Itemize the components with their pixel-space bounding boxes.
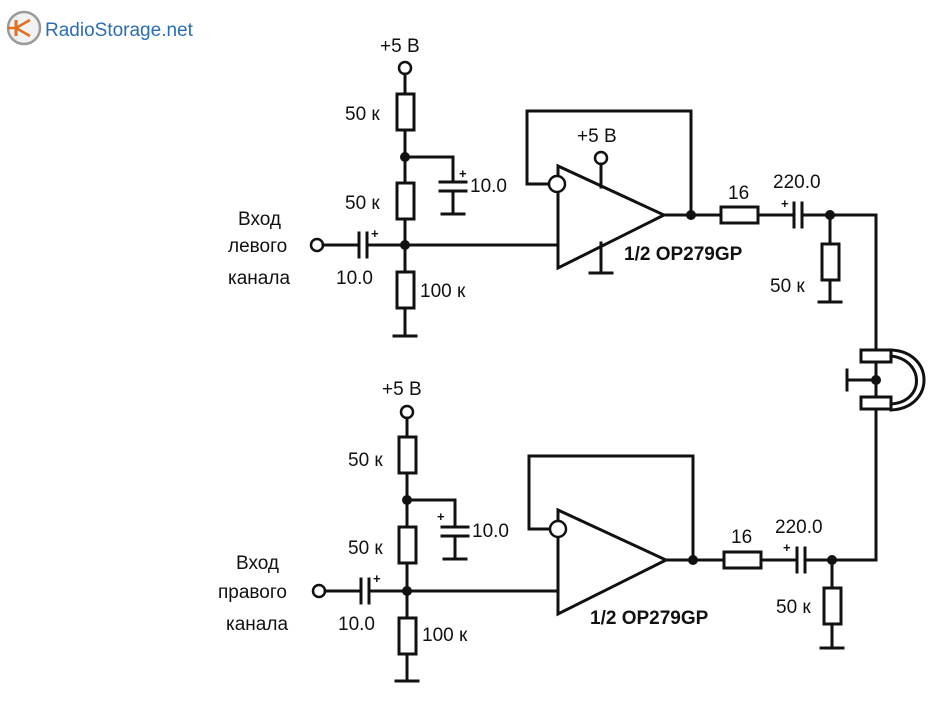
svg-text:+: + (781, 196, 789, 211)
resistor-load-right (822, 586, 843, 626)
input-label-right-1: Вход (236, 553, 279, 574)
label-input-res-right: 100 к (422, 625, 468, 646)
label-divider-top-1: 50 к (345, 104, 380, 125)
logo-icon (6, 10, 42, 46)
supply-terminal-top (397, 60, 413, 76)
svg-text:+: + (371, 226, 379, 241)
input-label-left-3: канала (228, 268, 290, 289)
resistor-series-left (719, 205, 760, 225)
opamp-label-right: 1/2 OP279GP (590, 608, 709, 629)
headphone-jack (845, 348, 926, 412)
resistor-load-left (820, 242, 841, 282)
label-divider-bottom-2: 50 к (348, 538, 383, 559)
label-load-res-right: 50 к (776, 597, 811, 618)
svg-text:+: + (783, 540, 791, 555)
supply-label-bottom: +5 В (382, 379, 422, 400)
supply-terminal-bottom (399, 404, 415, 420)
input-label-right-2: правого (218, 582, 287, 603)
label-bias-cap-bottom: 10.0 (472, 521, 509, 542)
input-label-right-3: канала (226, 614, 288, 635)
resistor-divider-bottom-2 (397, 525, 418, 565)
opamp-right (556, 507, 670, 617)
label-output-cap-left: 220.0 (773, 172, 821, 193)
site-logo: RadioStorage.net (6, 10, 194, 46)
right-channel: +5 В 50 к + 10.0 50 к Вход правого канал… (218, 379, 878, 683)
svg-text:+: + (437, 509, 445, 524)
input-label-left-1: Вход (238, 209, 281, 230)
supply-label-top: +5 В (380, 36, 420, 57)
label-input-cap-left: 10.0 (336, 268, 373, 289)
input-terminal-left (309, 237, 325, 253)
opamp-label-left: 1/2 OP279GP (624, 244, 743, 265)
resistor-input-left (395, 270, 416, 310)
label-load-res-left: 50 к (770, 276, 805, 297)
resistor-input-right (397, 616, 418, 656)
label-bias-cap-top: 10.0 (470, 176, 507, 197)
opamp-left (556, 163, 668, 271)
label-output-cap-right: 220.0 (775, 517, 823, 538)
input-label-left-2: левого (228, 236, 287, 257)
resistor-divider-top-2 (395, 181, 416, 221)
opamp-supply-label-left: +5 В (577, 126, 617, 147)
inverting-input-right (548, 519, 568, 539)
logo-text: RadioStorage.net (45, 20, 194, 41)
resistor-series-right (722, 550, 763, 570)
label-series-res-left: 16 (728, 183, 749, 204)
label-input-res-left: 100 к (420, 281, 466, 302)
input-terminal-right (311, 583, 327, 599)
label-divider-top-2: 50 к (345, 193, 380, 214)
resistor-divider-top-1 (395, 92, 416, 132)
svg-text:+: + (373, 571, 381, 586)
svg-text:+: + (459, 166, 467, 181)
label-input-cap-right: 10.0 (338, 614, 375, 635)
resistor-divider-bottom-1 (397, 435, 418, 475)
label-divider-bottom-1: 50 к (348, 450, 383, 471)
inverting-input-left (547, 174, 567, 194)
label-series-res-right: 16 (731, 527, 752, 548)
left-channel: +5 В 50 к + 10.0 50 к Вход левого канала… (228, 36, 878, 352)
